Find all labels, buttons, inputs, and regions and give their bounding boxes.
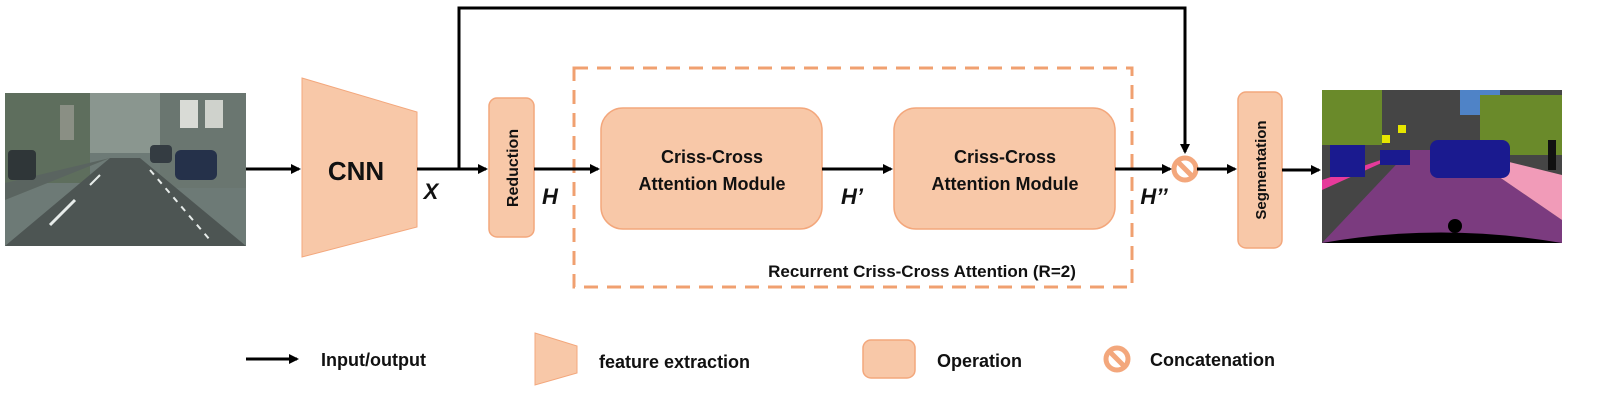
output-image bbox=[1322, 90, 1562, 243]
legend-operation-swatch bbox=[862, 339, 916, 379]
reduction-label: Reduction bbox=[505, 129, 522, 207]
cca-module-1-label-line1: Criss-Cross bbox=[661, 147, 763, 167]
var-h-label: H bbox=[542, 184, 559, 209]
cnn-block bbox=[301, 77, 418, 258]
recurrent-group-box bbox=[572, 66, 1134, 289]
cca-module-2-label-line1: Criss-Cross bbox=[954, 147, 1056, 167]
legend-io-label: Input/output bbox=[321, 350, 426, 370]
legend-feature-label: feature extraction bbox=[599, 352, 750, 372]
cca-module-2 bbox=[893, 107, 1116, 230]
legend-concat-icon bbox=[1103, 345, 1131, 373]
cnn-label: CNN bbox=[328, 156, 384, 186]
cca-module-1 bbox=[600, 107, 823, 230]
var-h1-label: H’ bbox=[841, 184, 864, 209]
segmentation-label: Segmentation bbox=[1253, 120, 1270, 219]
var-x-label: X bbox=[422, 179, 440, 204]
concatenation-node bbox=[1171, 155, 1199, 183]
legend: Input/output feature extraction Operatio… bbox=[246, 332, 1275, 386]
cca-module-2-label-line2: Attention Module bbox=[932, 174, 1079, 194]
flow-arrows bbox=[246, 164, 1321, 175]
var-h2-label: H’’ bbox=[1140, 184, 1168, 209]
legend-operation-label: Operation bbox=[937, 351, 1022, 371]
recurrent-group-label: Recurrent Criss-Cross Attention (R=2) bbox=[768, 262, 1076, 281]
legend-feature-swatch bbox=[534, 332, 578, 386]
input-image bbox=[5, 93, 246, 246]
legend-concat-label: Concatenation bbox=[1150, 350, 1275, 370]
cca-module-1-label-line2: Attention Module bbox=[639, 174, 786, 194]
